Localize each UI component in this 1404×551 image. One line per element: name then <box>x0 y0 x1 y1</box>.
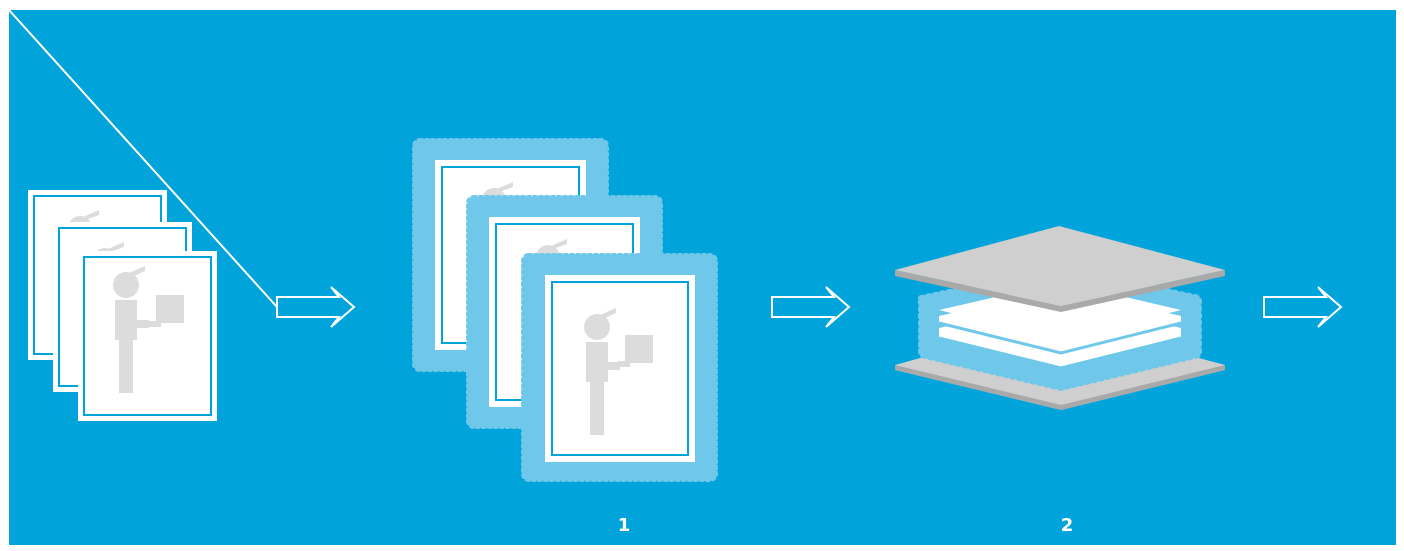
laminating-process-diagram: 1 2 <box>9 10 1396 545</box>
card-front <box>78 251 217 421</box>
step-2-label: 2 <box>1047 515 1087 537</box>
pouch-front <box>523 255 716 480</box>
card-stack-icon <box>28 190 217 421</box>
step-1-label: 1 <box>604 515 644 537</box>
